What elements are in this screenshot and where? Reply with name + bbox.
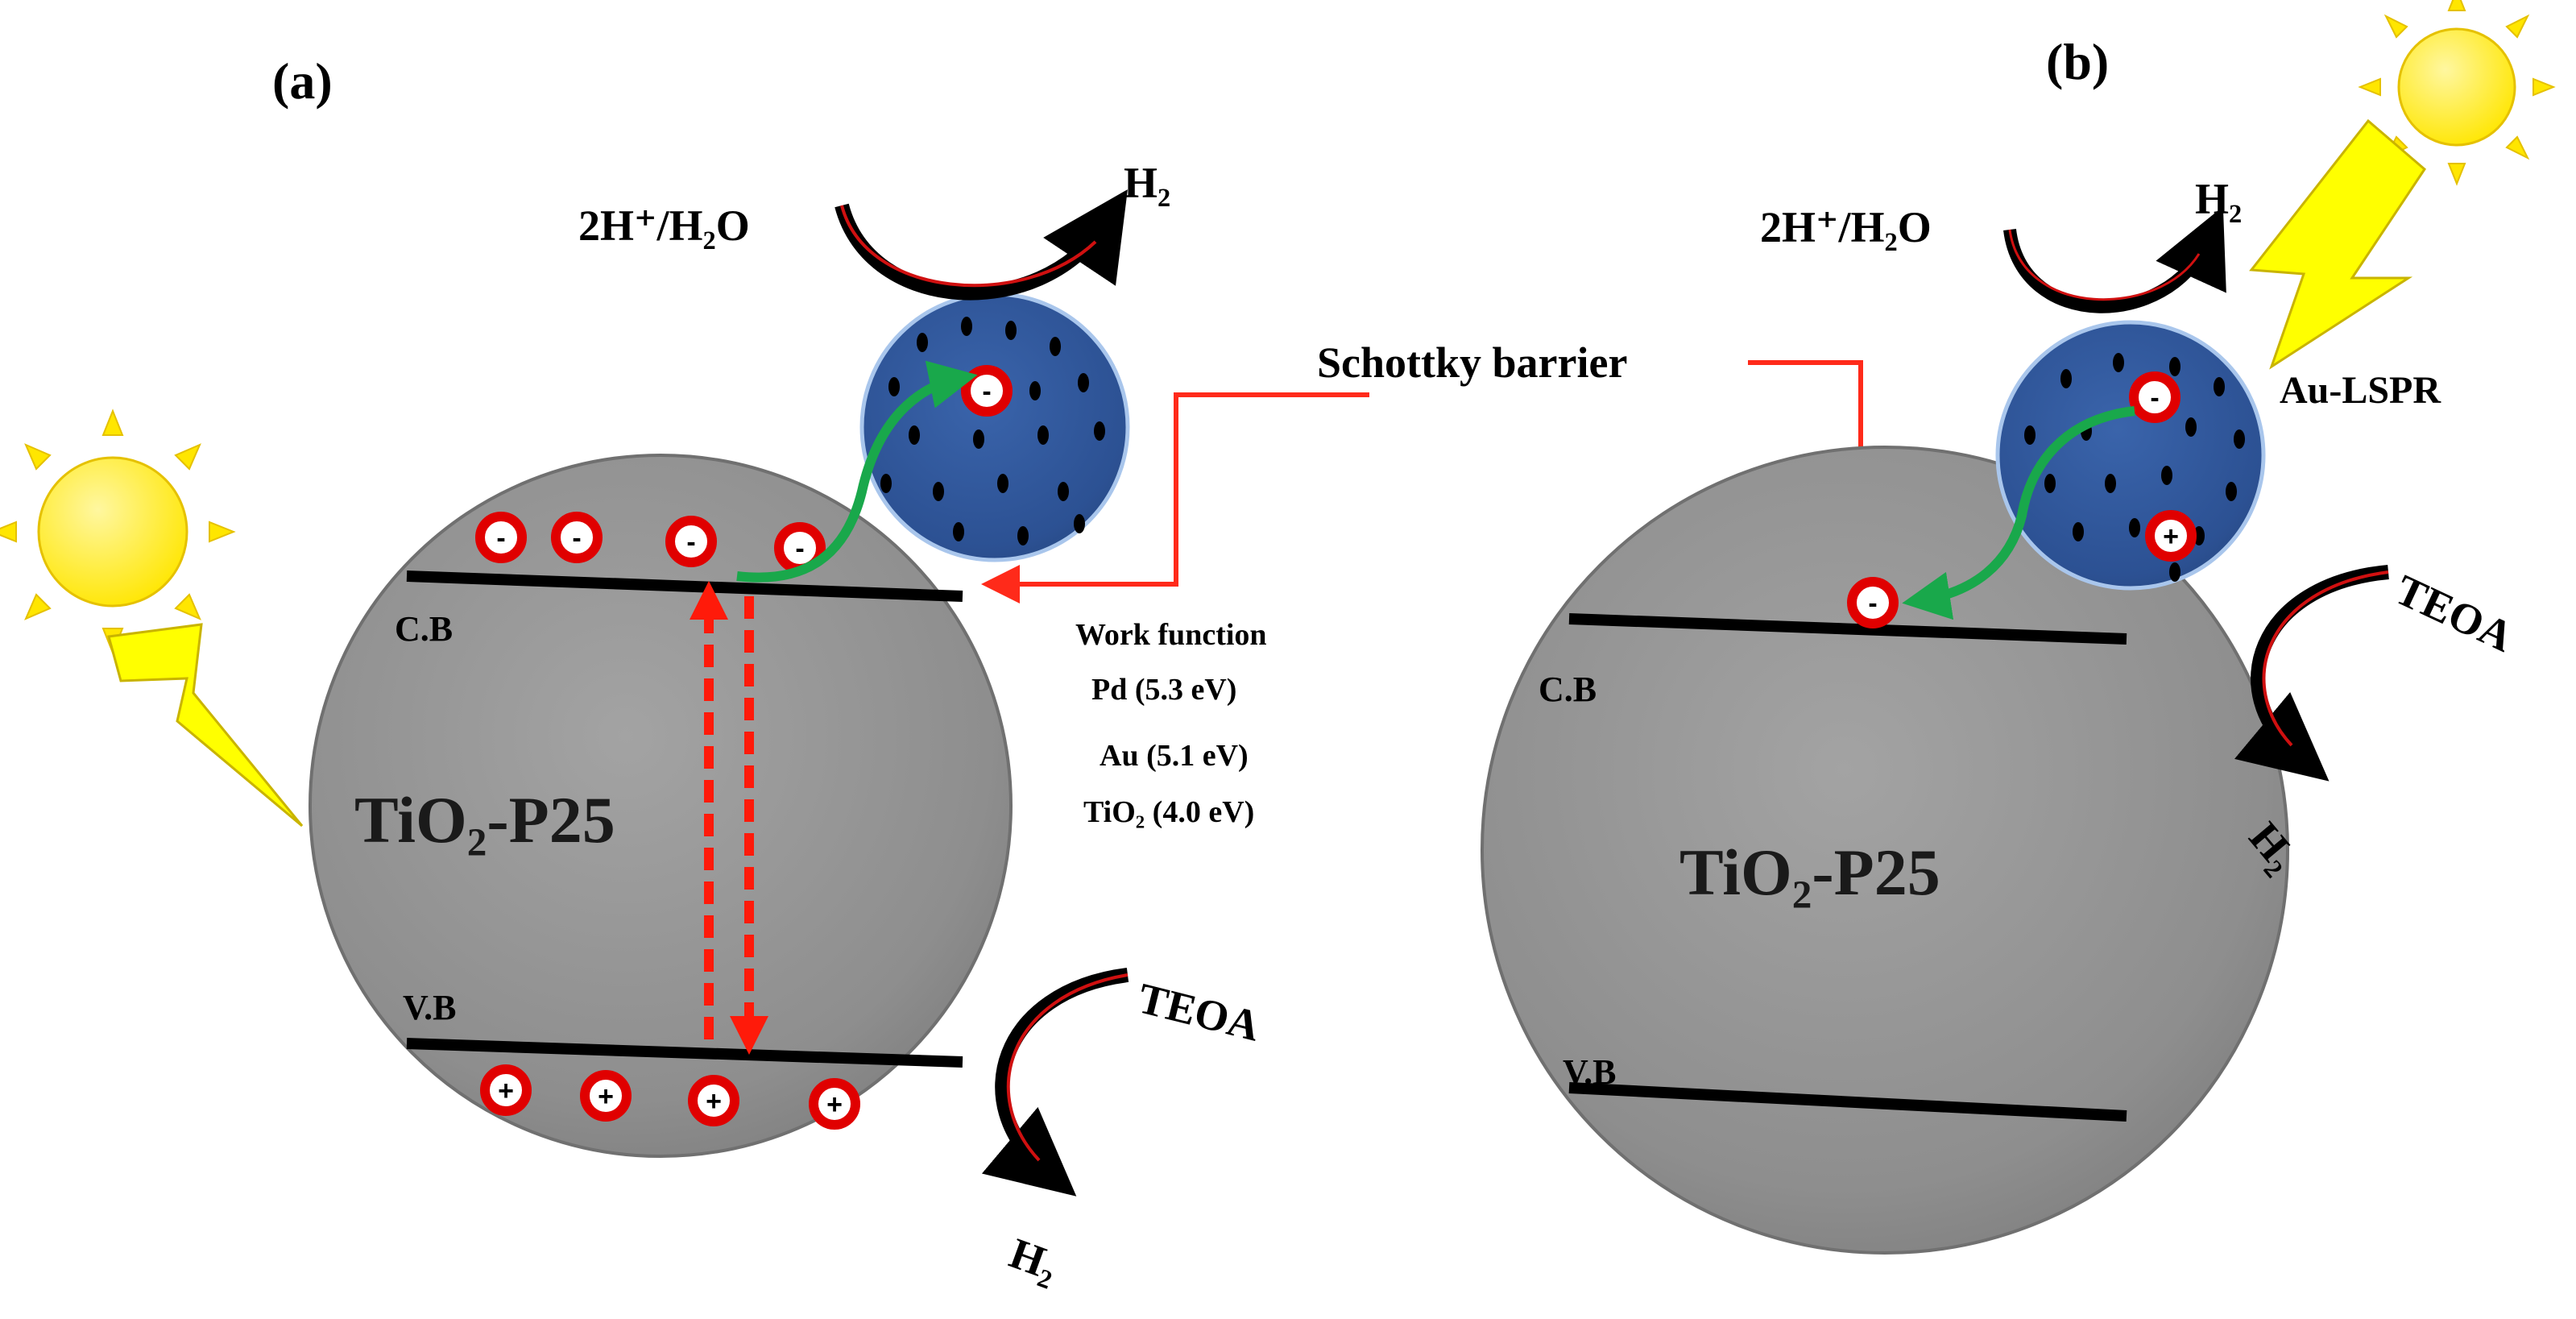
- svg-text:+: +: [706, 1086, 722, 1117]
- svg-text:-: -: [795, 533, 804, 564]
- reactant-label: 2H⁺/H₂O: [578, 201, 750, 250]
- valence-band: [406, 1038, 963, 1068]
- panel-b: (b) TiO₂-P25 C.B V.B -: [1481, 0, 2556, 1255]
- svg-text:+: +: [2163, 521, 2179, 552]
- conduction-band: [406, 570, 963, 602]
- work-function-pd: Pd (5.3 eV): [1091, 673, 1236, 707]
- svg-text:-: -: [982, 376, 991, 407]
- work-function-au: Au (5.1 eV): [1100, 739, 1249, 773]
- svg-text:-: -: [496, 523, 505, 554]
- conduction-band: [1568, 613, 2127, 645]
- panel-a: (a) TiO₂-P25 C.B V.B: [0, 52, 1265, 1290]
- svg-text:-: -: [686, 527, 695, 558]
- tio2-label: TiO₂-P25: [354, 783, 615, 857]
- h2-product-label: H₂: [1124, 159, 1170, 207]
- electron-transfer-arrow: [1902, 406, 2135, 620]
- panel-a-label: (a): [272, 52, 333, 110]
- tio2-label: TiO₂-P25: [1679, 836, 1940, 909]
- svg-text:-: -: [572, 523, 581, 554]
- au-nanoparticle: [1995, 320, 2266, 591]
- work-function-tio2: TiO₂ (4.0 eV): [1083, 795, 1254, 829]
- hole-in-metal: +: [2145, 510, 2197, 562]
- electron: -: [1847, 577, 1899, 628]
- tio2-sphere: [1481, 446, 2289, 1255]
- hole: +: [688, 1075, 739, 1126]
- vb-label: V.B: [1563, 1052, 1616, 1092]
- arrow-edge: [840, 205, 1097, 288]
- hole: +: [480, 1064, 532, 1116]
- au-lspr-label: Au-LSPR: [2280, 369, 2441, 412]
- sun-icon: [2358, 0, 2556, 186]
- metal-dots: [880, 317, 1105, 545]
- svg-text:+: +: [498, 1076, 514, 1106]
- hole: +: [580, 1070, 632, 1122]
- electron-transfer-arrow: [736, 360, 978, 583]
- tio2-sphere: [309, 454, 1013, 1158]
- work-function-title: Work function: [1075, 618, 1267, 652]
- h2-product-label: H₂: [2195, 175, 2242, 223]
- electron-in-metal: -: [2129, 371, 2180, 423]
- electron: -: [551, 512, 603, 563]
- panel-b-label: (b): [2046, 33, 2109, 90]
- electron: -: [665, 516, 717, 567]
- arrow-edge: [2008, 229, 2201, 301]
- schottky-label: Schottky barrier: [1317, 338, 1627, 387]
- lightning-icon: [107, 623, 304, 827]
- cb-label: C.B: [395, 609, 453, 649]
- cb-label: C.B: [1539, 670, 1597, 709]
- h2-bottom-label: H₂: [1004, 1229, 1064, 1290]
- schottky-arrow-a: [981, 392, 1369, 604]
- h2-evolution-arrow: [2003, 206, 2226, 313]
- sun-icon: [0, 409, 236, 655]
- h2-evolution-arrow: [835, 189, 1129, 301]
- svg-text:-: -: [1868, 588, 1877, 619]
- reactant-label: 2H⁺/H₂O: [1760, 203, 1932, 251]
- svg-text:-: -: [2150, 383, 2159, 413]
- electron: -: [475, 512, 527, 563]
- lightning-icon: [2249, 118, 2426, 370]
- arrow-edge: [1006, 973, 1129, 1162]
- teoa-label: TEOA: [1133, 973, 1265, 1050]
- teoa-oxidation-arrow: [981, 968, 1129, 1197]
- metal-nanoparticle: [859, 292, 1130, 562]
- schottky-annotation: Schottky barrier Work function Pd (5.3 e…: [981, 338, 2003, 829]
- svg-text:+: +: [826, 1089, 843, 1120]
- teoa-label: TEOA: [2388, 565, 2520, 661]
- hole: +: [809, 1078, 860, 1130]
- vb-label: V.B: [403, 988, 456, 1027]
- electron-in-metal: -: [961, 365, 1013, 417]
- teoa-oxidation-arrow: [2234, 565, 2389, 782]
- svg-text:+: +: [598, 1081, 614, 1112]
- valence-band: [1568, 1082, 2127, 1122]
- arrow-edge: [2262, 570, 2389, 747]
